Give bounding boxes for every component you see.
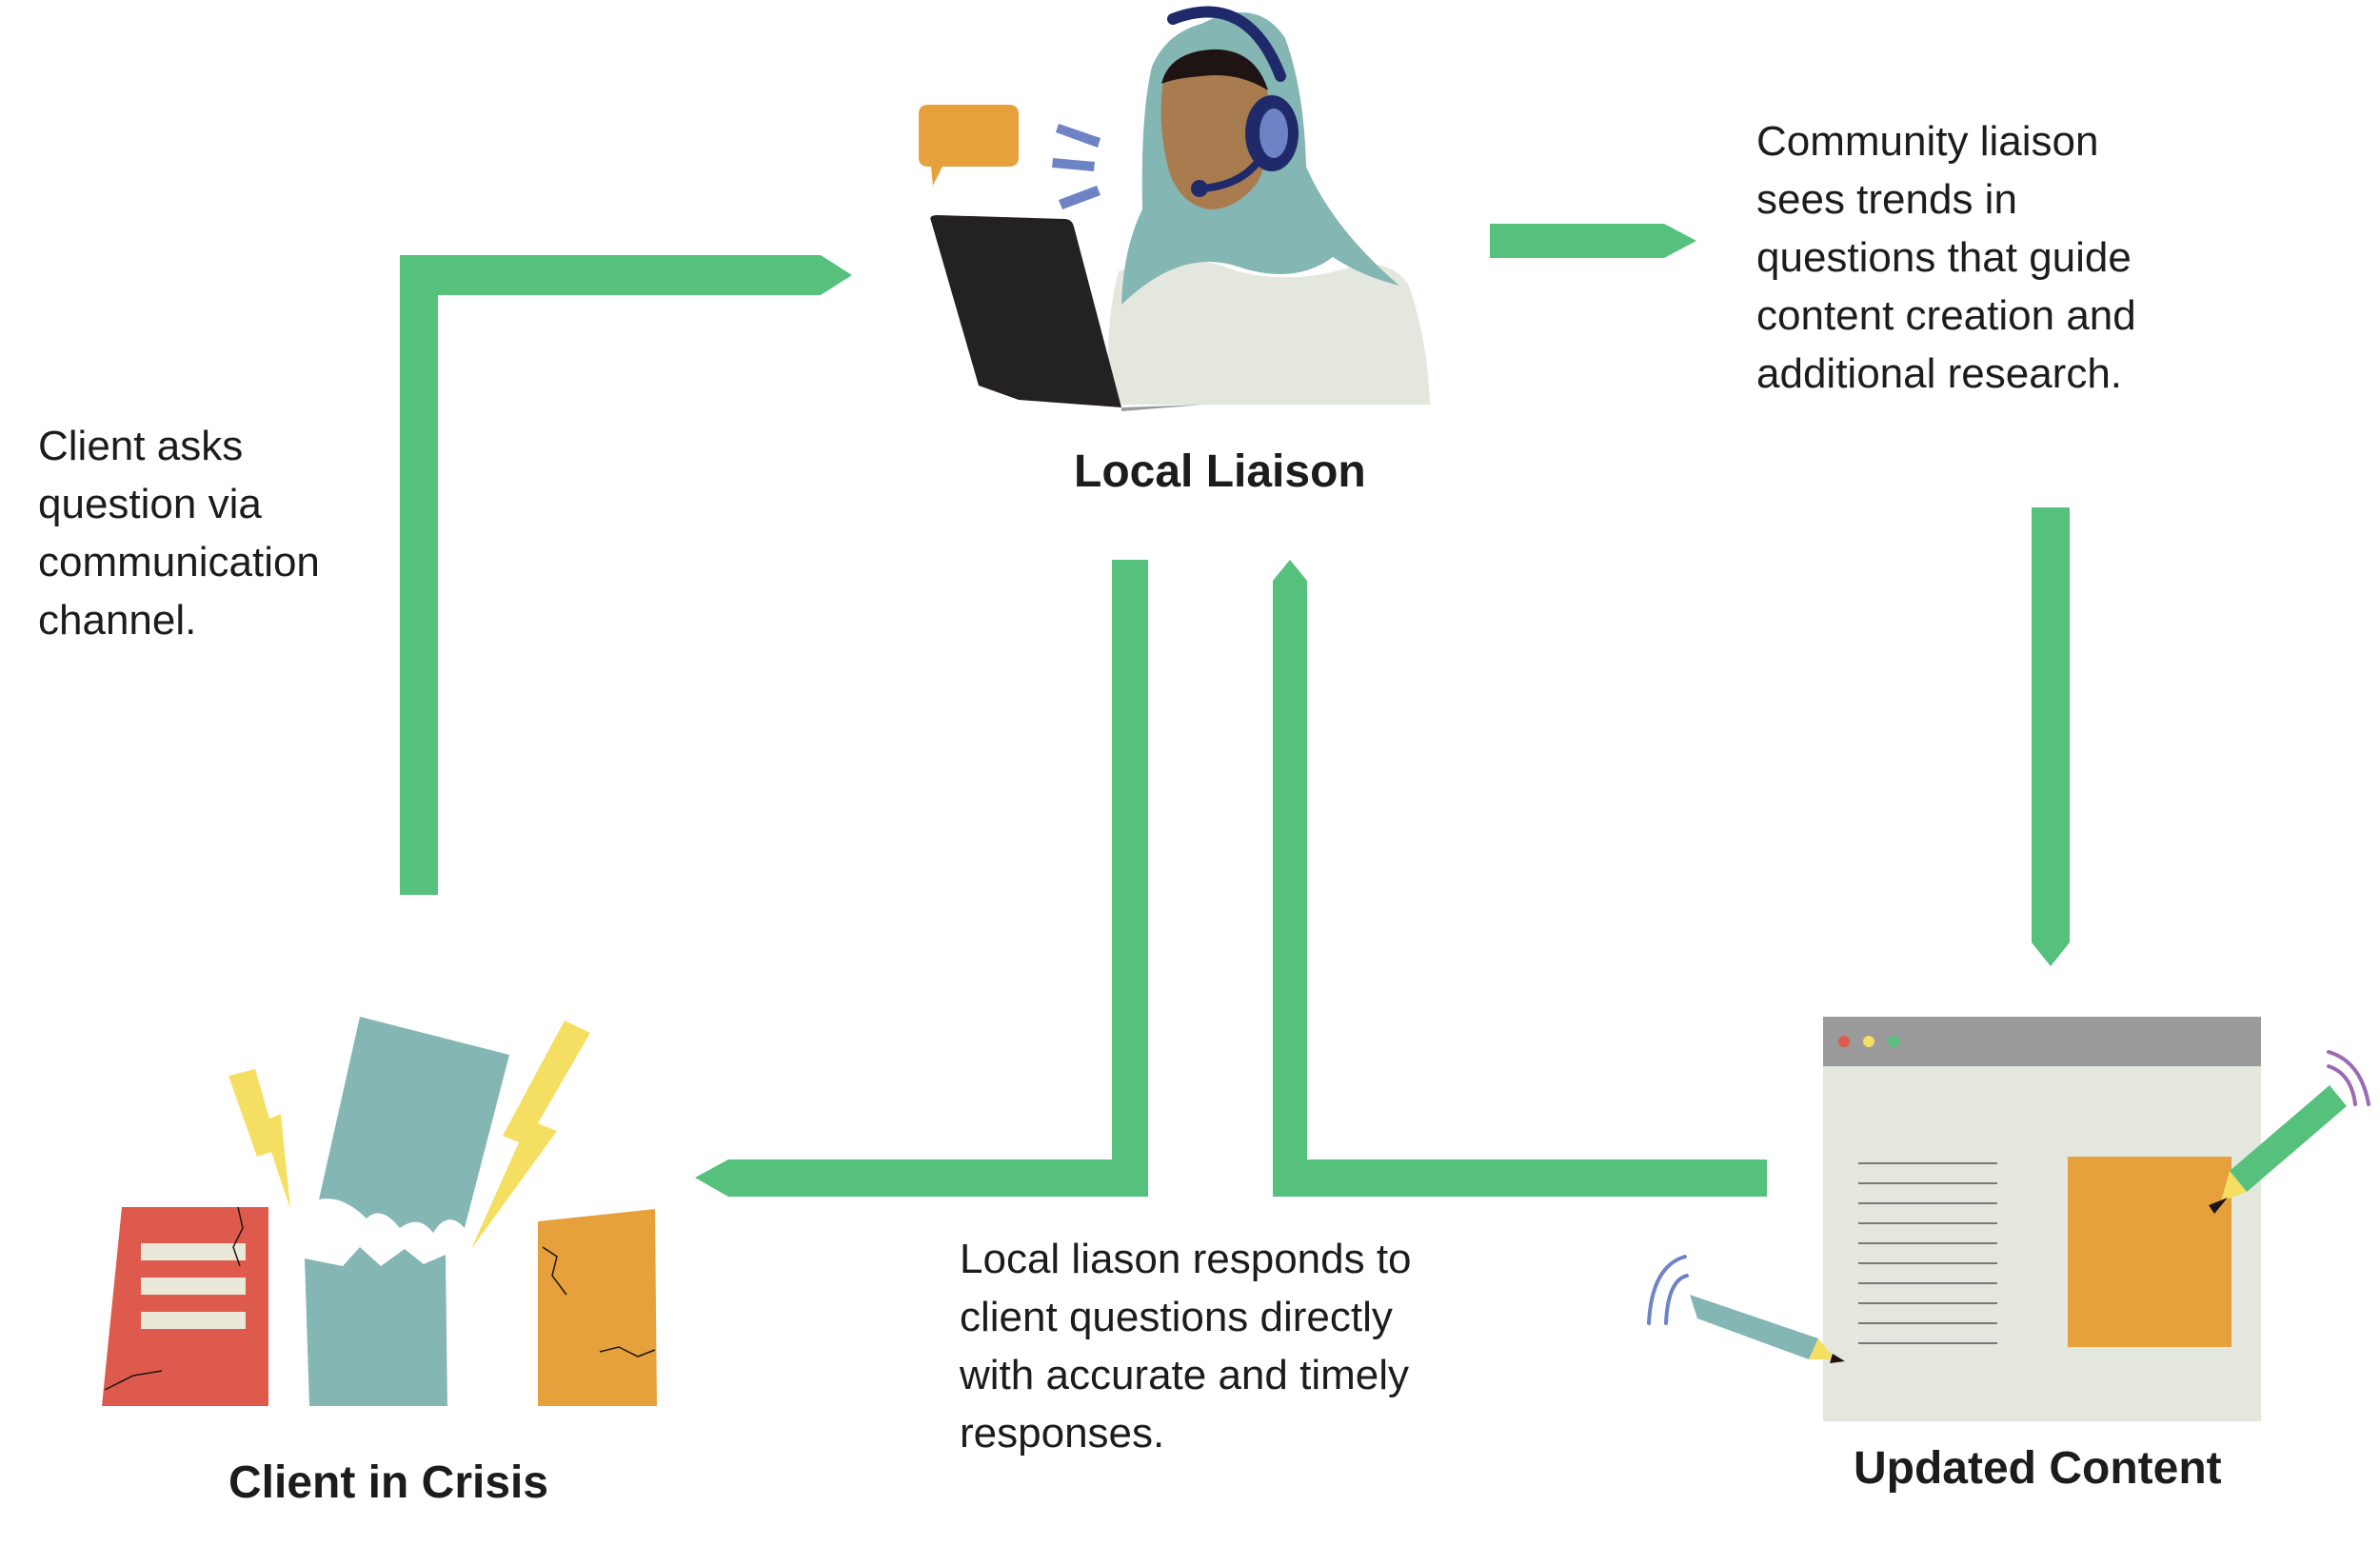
headset-band-icon	[1167, 6, 1286, 82]
content-block	[2068, 1157, 2231, 1347]
pencil-teal-icon	[1690, 1295, 1845, 1363]
lightning-left-icon	[228, 1069, 290, 1209]
headset-mic-icon	[1198, 153, 1265, 192]
browser-dot-yellow	[1863, 1036, 1874, 1047]
arrow-liaison-to-right	[1490, 224, 1696, 258]
building-red	[102, 1207, 268, 1406]
content-text-lines	[1858, 1162, 1997, 1344]
node-title-local-liaison: Local Liaison	[1074, 446, 1366, 497]
node-title-client-in-crisis: Client in Crisis	[228, 1457, 549, 1508]
building-orange	[538, 1209, 657, 1406]
building-tilted	[319, 1017, 509, 1233]
pencil-green-icon	[2209, 1085, 2347, 1214]
arrow-content-to-liaison	[1273, 560, 1767, 1197]
signal-arcs-blue-icon	[1647, 1255, 1689, 1325]
description-liaison-trends: Community liaison sees trends in questio…	[1756, 118, 2136, 397]
speech-bubble-icon	[919, 105, 1019, 186]
arrow-right-to-content	[2032, 507, 2070, 966]
browser-dot-red	[1838, 1036, 1850, 1047]
arrows	[400, 224, 2070, 1197]
lightning-right-icon	[471, 1021, 590, 1249]
laptop-icon	[930, 215, 1121, 407]
person-with-headset-and-laptop-icon	[919, 6, 1430, 411]
face	[1160, 52, 1271, 209]
signal-lines-icon	[1052, 124, 1101, 209]
browser-dot-green	[1888, 1036, 1899, 1047]
signal-arcs-purple-icon	[2327, 1050, 2370, 1106]
arrow-liaison-to-client	[695, 560, 1148, 1197]
robe	[1107, 259, 1430, 405]
arrow-client-to-liaison	[400, 255, 852, 895]
description-liaison-responds: Local liason responds to client question…	[960, 1236, 1412, 1457]
hair	[1161, 49, 1268, 90]
building-teal	[305, 1247, 447, 1406]
description-client-asks: Client asks question via communication c…	[38, 423, 320, 644]
browser-window-with-pencils-icon	[1647, 1017, 2370, 1421]
node-title-updated-content: Updated Content	[1854, 1443, 2222, 1494]
damaged-buildings-icon	[102, 1017, 657, 1406]
